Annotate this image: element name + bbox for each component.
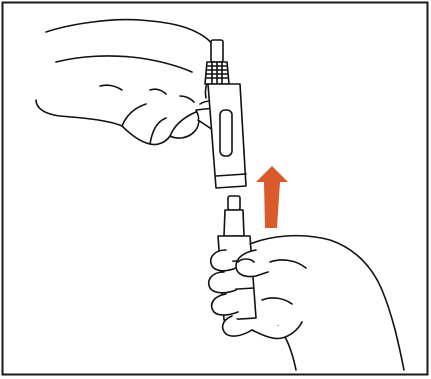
illustration-figure	[0, 0, 431, 379]
instruction-illustration	[0, 0, 431, 379]
